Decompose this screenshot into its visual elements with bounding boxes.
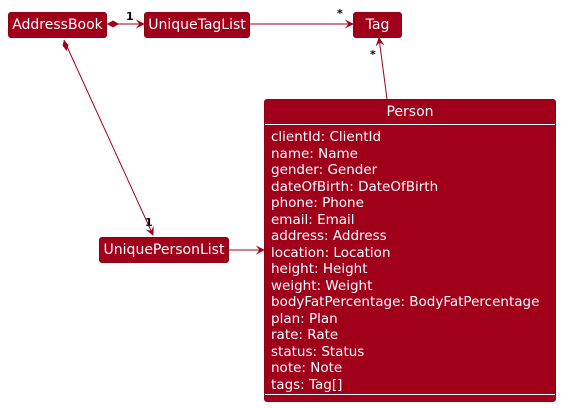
class-name: Tag [365,17,390,33]
composition-addressbook-personlist: 1 [62,39,154,236]
attribute-row: rate: Rate [271,327,339,343]
multiplicity-label: * [370,48,376,61]
attribute-row: dateOfBirth: DateOfBirth [271,178,439,195]
methods-divider [265,394,555,395]
attribute-row: clientId: ClientId [271,129,382,145]
composition-diamond-icon [107,20,119,28]
class-uniquetaglist[interactable]: UniqueTagList [144,12,250,38]
class-name: UniqueTagList [148,17,246,33]
attribute-row: status: Status [271,343,365,360]
attribute-row: note: Note [271,360,343,376]
attribute-row: bodyFatPercentage: BodyFatPercentage [271,294,540,310]
attribute-row: plan: Plan [271,310,338,327]
multiplicity-label: 1 [145,216,153,229]
attribute-row: weight: Weight [271,277,373,294]
class-tag[interactable]: Tag [353,12,402,38]
class-name: AddressBook [12,17,103,33]
attribute-row: name: Name [271,145,358,162]
attribute-row: location: Location [271,244,391,261]
attribute-row: phone: Phone [271,195,364,211]
association-person-tag: * [370,37,388,100]
composition-diamond-icon [62,40,69,51]
attribute-row: gender: Gender [271,162,378,178]
multiplicity-label: * [337,7,343,20]
multiplicity-label: 1 [126,10,134,23]
composition-addressbook-taglist: 1 [107,10,145,29]
class-name: Person [265,100,555,125]
class-name: UniquePersonList [103,242,225,258]
class-uniquepersonlist[interactable]: UniquePersonList [99,237,229,263]
attribute-row: email: Email [271,211,355,228]
class-addressbook[interactable]: AddressBook [8,12,107,38]
attribute-row: height: Height [271,261,368,277]
attribute-row: address: Address [271,228,387,244]
attribute-row: tags: Tag[] [271,376,343,393]
association-taglist-tag: * [250,7,354,29]
